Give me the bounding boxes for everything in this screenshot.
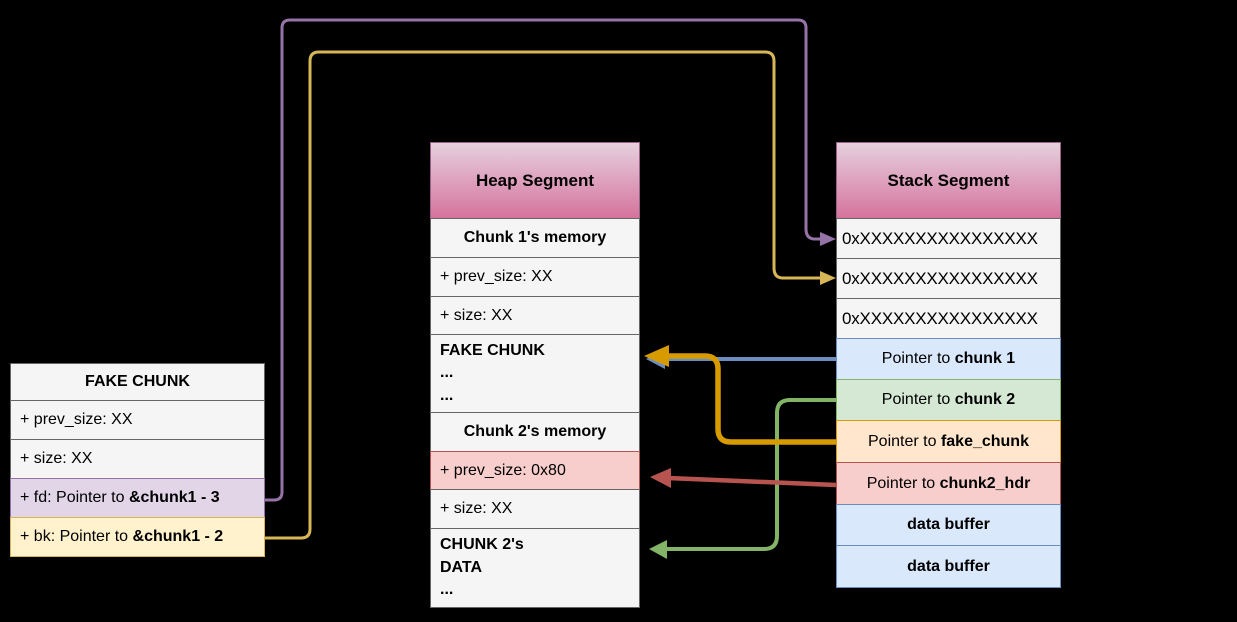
heap-row-prev-size: + prev_size: XX	[430, 257, 640, 297]
stack-row-data-buffer-2: data buffer	[836, 545, 1061, 588]
fake-chunk-row-bk: + bk: Pointer to &chunk1 - 2	[10, 517, 265, 557]
heap-size2-label: + size: XX	[440, 500, 513, 517]
heap-segment-title: Heap Segment	[475, 170, 595, 190]
fake-chunk-pointer-arrowhead-icon	[644, 345, 669, 367]
chunk1-pointer-arrowhead-icon	[646, 349, 665, 369]
stack-row-data-buffer-1: data buffer	[836, 504, 1061, 546]
stack-row-pointer-fake-chunk: Pointer to fake_chunk	[836, 420, 1061, 463]
fd-connector-arrowhead-icon	[820, 232, 836, 246]
stack-address-1-label: 0xXXXXXXXXXXXXXXXX	[842, 228, 1038, 248]
bk-connector-arrowhead-icon	[820, 271, 836, 285]
fake-chunk-row-fd: + fd: Pointer to &chunk1 - 3	[10, 478, 265, 518]
stack-row-address-2: 0xXXXXXXXXXXXXXXXX	[836, 258, 1061, 299]
heap-fake-chunk-line1: FAKE CHUNK	[440, 341, 545, 359]
fake-chunk-title-label: FAKE CHUNK	[85, 373, 190, 390]
heap-size-label: + size: XX	[440, 306, 513, 324]
fake-chunk-prev-size-label: + prev_size: XX	[20, 411, 133, 428]
fake-chunk-fd-label: + fd: Pointer to &chunk1 - 3	[20, 489, 220, 506]
pointer-fake-chunk-label: Pointer to fake_chunk	[868, 432, 1029, 450]
heap-fake-chunk-line2: ...	[440, 364, 454, 382]
stack-row-pointer-chunk1: Pointer to chunk 1	[836, 338, 1061, 380]
fake-chunk-bk-label: + bk: Pointer to &chunk1 - 2	[20, 528, 224, 545]
stack-address-2-label: 0xXXXXXXXXXXXXXXXX	[842, 268, 1038, 288]
stack-row-pointer-chunk2: Pointer to chunk 2	[836, 379, 1061, 421]
heap-row-prev-size-0x80: + prev_size: 0x80	[430, 451, 640, 490]
data-buffer-1-label: data buffer	[907, 516, 990, 533]
heap-segment-table: Heap Segment Chunk 1's memory + prev_siz…	[430, 142, 640, 608]
fake-chunk-row-prev-size: + prev_size: XX	[10, 400, 265, 440]
stack-row-address-3: 0xXXXXXXXXXXXXXXXX	[836, 298, 1061, 339]
fake-chunk-table-title: FAKE CHUNK	[10, 363, 265, 401]
heap-chunk2-data-line1: CHUNK 2's	[440, 536, 524, 554]
chunk2-memory-label: Chunk 2's memory	[463, 423, 607, 440]
heap-row-fake-chunk: FAKE CHUNK ... ...	[430, 334, 640, 413]
fake-chunk-table: FAKE CHUNK + prev_size: XX + size: XX + …	[10, 363, 265, 557]
fake-chunk-size-label: + size: XX	[20, 450, 93, 467]
heap-row-chunk2-data: CHUNK 2's DATA ...	[430, 528, 640, 608]
chunk2-hdr-pointer-arrowhead-icon	[650, 468, 671, 488]
chunk2-pointer-line	[665, 398, 836, 551]
fake-chunk-pointer-line	[667, 353, 836, 445]
heap-chunk2-data-line2: DATA	[440, 558, 483, 576]
heap-row-size: + size: XX	[430, 296, 640, 335]
pointer-chunk2-hdr-label: Pointer to chunk2_hdr	[866, 474, 1031, 492]
heap-chunk2-data-line3: ...	[440, 581, 454, 599]
fake-chunk-row-size: + size: XX	[10, 439, 265, 479]
heap-segment-header: Heap Segment	[430, 142, 640, 219]
heap-row-chunk2-memory: Chunk 2's memory	[430, 412, 640, 452]
stack-row-pointer-chunk2-hdr: Pointer to chunk2_hdr	[836, 462, 1061, 505]
heap-row-chunk1-memory: Chunk 1's memory	[430, 218, 640, 258]
chunk1-memory-label: Chunk 1's memory	[463, 229, 607, 246]
stack-segment-table: Stack Segment 0xXXXXXXXXXXXXXXXX 0xXXXXX…	[836, 142, 1061, 588]
pointer-chunk1-label: Pointer to chunk 1	[881, 350, 1016, 367]
heap-prev-size-label: + prev_size: XX	[440, 268, 553, 285]
stack-address-3-label: 0xXXXXXXXXXXXXXXXX	[842, 308, 1038, 328]
stack-segment-title: Stack Segment	[887, 170, 1010, 190]
stack-row-address-1: 0xXXXXXXXXXXXXXXXX	[836, 218, 1061, 259]
chunk2-pointer-arrowhead-icon	[649, 540, 667, 559]
stack-segment-header: Stack Segment	[836, 142, 1061, 219]
heap-prev-size-0x80-label: + prev_size: 0x80	[440, 461, 566, 479]
heap-row-size2: + size: XX	[430, 489, 640, 529]
data-buffer-2-label: data buffer	[907, 557, 990, 575]
pointer-chunk2-label: Pointer to chunk 2	[881, 391, 1016, 408]
chunk2-hdr-pointer-line	[667, 475, 837, 488]
heap-fake-chunk-line3: ...	[440, 386, 454, 404]
